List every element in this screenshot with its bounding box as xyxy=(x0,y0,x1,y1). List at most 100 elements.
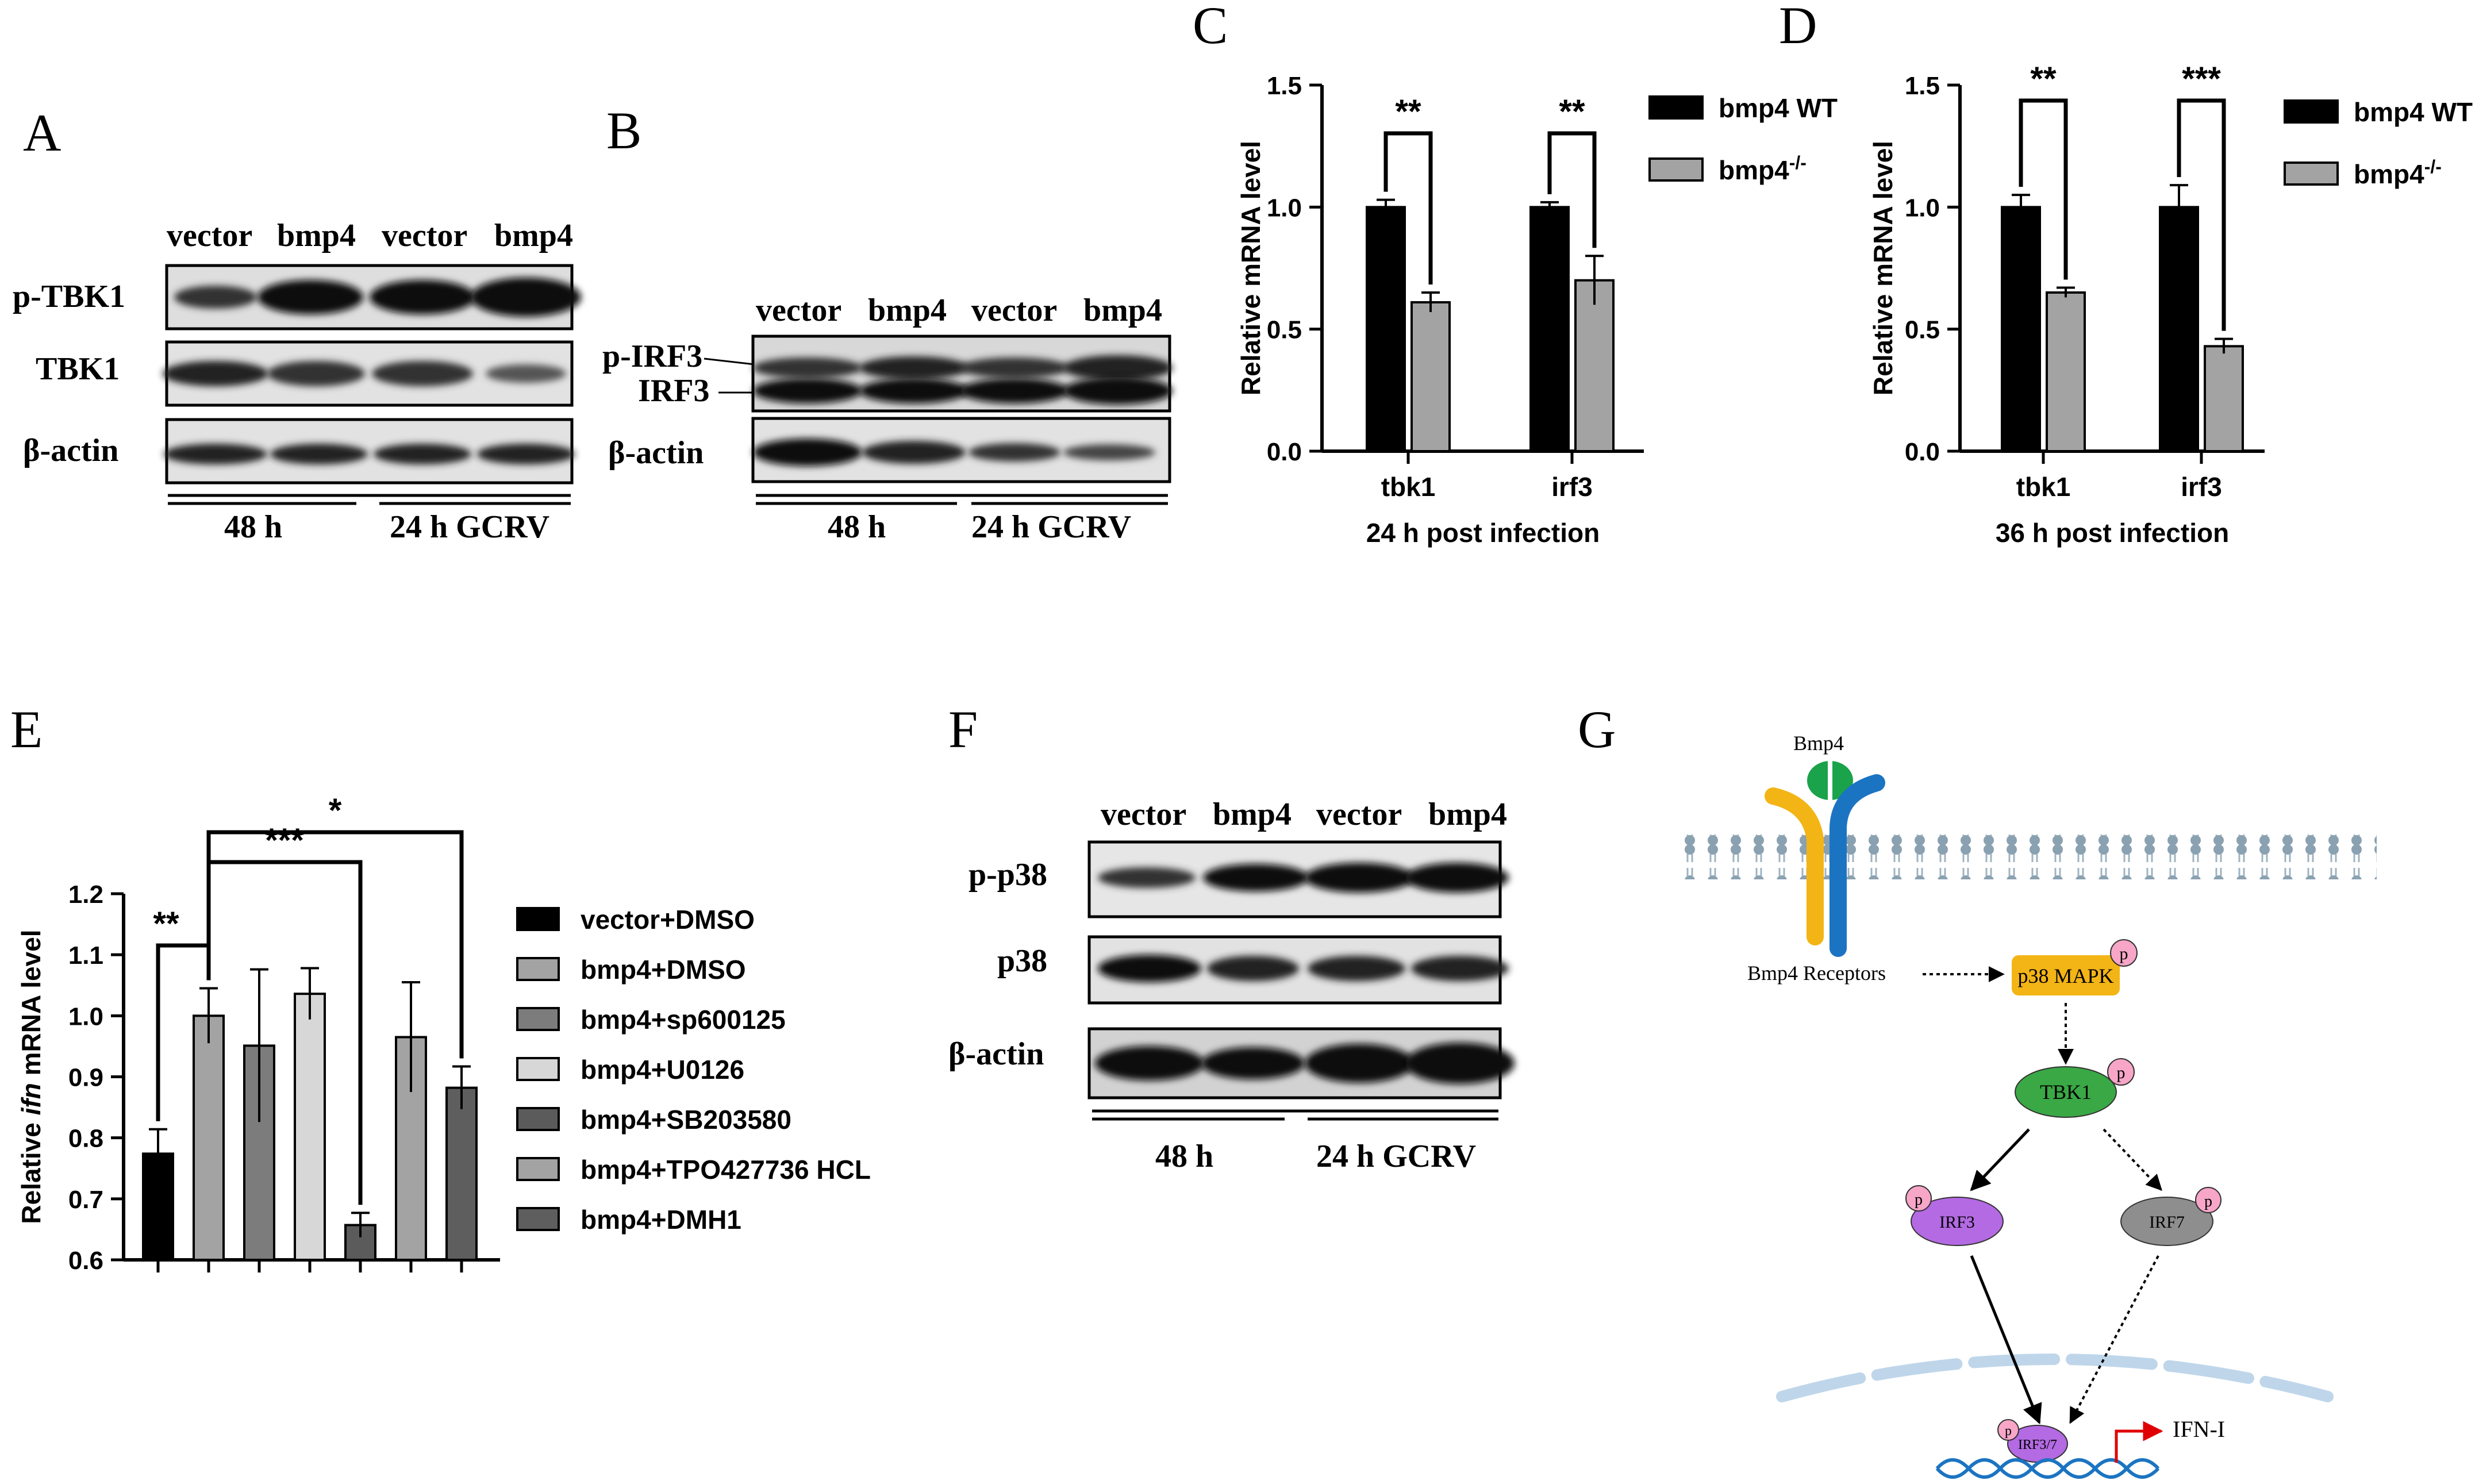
panel-a-western-blot: A vector bmp4 vector bmp4 p-TBK1 TBK1 β-… xyxy=(13,103,581,545)
irf7-phospho-label: p xyxy=(2204,1193,2212,1210)
significance-bracket xyxy=(206,860,363,1205)
panel-a-blot-1 xyxy=(165,264,581,330)
bar xyxy=(294,993,326,1261)
significance-bracket xyxy=(206,830,464,1059)
irf3-phospho-label: p xyxy=(1915,1191,1923,1209)
panel-a-lane-1: vector xyxy=(167,218,252,253)
p38-mapk-label: p38 MAPK xyxy=(2017,964,2113,987)
irf3-to-nucleus-arrow xyxy=(1970,1255,2042,1425)
legend-label: bmp4+SB203580 xyxy=(581,1105,791,1135)
significance-bracket xyxy=(2019,98,2068,280)
irf7-to-nucleus-arrow xyxy=(2069,1255,2159,1424)
panel-a-blot-2 xyxy=(163,340,574,407)
panel-b-lane-3: vector xyxy=(971,293,1057,328)
irf7-node xyxy=(2120,1197,2213,1246)
legend-swatch xyxy=(516,1057,560,1081)
panel-f-lane-3: vector xyxy=(1316,797,1402,832)
panel-a-group-2: 24 h GCRV xyxy=(390,509,549,545)
significance-label: *** xyxy=(265,822,304,859)
irf37-phospho-icon xyxy=(1997,1419,2019,1441)
panel-b-blot-2 xyxy=(751,417,1171,483)
tbk1-node-label: TBK1 xyxy=(2040,1081,2092,1104)
x-axis-label: 36 h post infection xyxy=(1996,518,2229,548)
bar xyxy=(2159,206,2199,452)
legend-swatch xyxy=(516,1107,560,1131)
panel-f-row-1: p-p38 xyxy=(968,857,1047,893)
y-tick-label: 1.5 xyxy=(1267,72,1302,100)
panel-b-western-blot: B vector bmp4 vector bmp4 p-IRF3 IRF3 β-… xyxy=(602,101,1173,545)
bar xyxy=(2046,291,2086,452)
transcription-arrow-icon xyxy=(2115,1421,2163,1463)
panel-g-pathway-diagram: G Bmp4 Bmp4 Receptors p38 MAPK p TBK1 p … xyxy=(1578,700,2377,1479)
p38-phospho-label: p xyxy=(2120,944,2128,963)
panel-f-group-2: 24 h GCRV xyxy=(1316,1139,1476,1174)
panel-f-lane-2: bmp4 xyxy=(1213,797,1292,832)
irf7-phospho-icon xyxy=(2195,1187,2222,1213)
legend-swatch xyxy=(1648,157,1704,182)
panel-b-letter: B xyxy=(606,101,641,160)
legend-label: bmp4 WT xyxy=(1719,93,1838,123)
irf37-node-label: IRF3/7 xyxy=(2018,1437,2057,1452)
panel-c-letter: C xyxy=(1193,0,1228,55)
y-tick-label: 0.0 xyxy=(1267,438,1302,466)
bmp4-receptors-label: Bmp4 Receptors xyxy=(1747,962,1886,985)
tbk1-to-irf3-arrow xyxy=(1970,1128,2030,1191)
panel-a-lane-4: bmp4 xyxy=(494,218,573,253)
significance-bracket xyxy=(2177,98,2226,331)
irf3-node xyxy=(1911,1197,2004,1246)
panel-b-row-2: IRF3 xyxy=(638,373,709,409)
panel-a-letter: A xyxy=(23,103,61,162)
irf37-phospho-label: p xyxy=(2005,1424,2012,1439)
y-axis-label: Relative mRNA level xyxy=(1868,141,1898,395)
y-tick-label: 1.2 xyxy=(68,881,103,909)
panel-f-blot-1 xyxy=(1087,840,1509,918)
x-tick-label: irf3 xyxy=(1551,472,1593,502)
panel-f-row-3: β-actin xyxy=(948,1036,1044,1072)
panel-f-lane-4: bmp4 xyxy=(1428,797,1507,832)
panel-b-row-3: β-actin xyxy=(608,435,704,471)
y-tick-label: 0.5 xyxy=(1267,316,1302,344)
y-tick-label: 0.6 xyxy=(68,1247,103,1275)
significance-bracket xyxy=(1383,131,1433,285)
ifn-output-label: IFN-I xyxy=(2173,1416,2225,1442)
tbk1-node xyxy=(2015,1066,2117,1118)
x-tick-label: tbk1 xyxy=(2016,472,2071,502)
bar xyxy=(193,1014,225,1262)
irf7-node-label: IRF7 xyxy=(2149,1213,2185,1232)
panel-b-group-1: 48 h xyxy=(828,509,886,545)
panel-f-row-2: p38 xyxy=(997,943,1047,979)
panel-f-blot-2 xyxy=(1087,935,1509,1005)
panel-f-blot-3 xyxy=(1087,1027,1515,1099)
panel-b-group-2: 24 h GCRV xyxy=(971,509,1131,545)
y-tick-label: 1.0 xyxy=(1905,194,1940,222)
nuclear-envelope xyxy=(1776,1354,2334,1402)
significance-bracket xyxy=(1547,131,1597,248)
p38-mapk-box xyxy=(2012,955,2120,995)
y-tick-label: 0.8 xyxy=(68,1125,103,1153)
panel-d-letter: D xyxy=(1779,0,1817,55)
panel-b-lane-1: vector xyxy=(756,293,841,328)
panel-a-row-1: p-TBK1 xyxy=(13,279,125,314)
y-tick-label: 1.0 xyxy=(68,1002,103,1031)
panel-b-lane-2: bmp4 xyxy=(868,293,947,328)
y-axis-label: Relative ifn mRNA level xyxy=(16,929,46,1224)
tbk1-to-irf7-arrow xyxy=(2103,1128,2162,1191)
bar xyxy=(1574,279,1615,452)
legend-swatch xyxy=(2284,162,2339,186)
panel-b-lane-4: bmp4 xyxy=(1083,293,1162,328)
legend-swatch xyxy=(516,1207,560,1231)
legend-label: vector+DMSO xyxy=(581,905,755,935)
legend-label: bmp4+DMSO xyxy=(581,955,746,985)
legend-label: bmp4+sp600125 xyxy=(581,1005,786,1035)
irf3-node-label: IRF3 xyxy=(1939,1213,1975,1232)
panel-a-row-3: β-actin xyxy=(23,433,118,468)
legend-label: bmp4+TPO427736 HCL xyxy=(581,1155,871,1185)
panel-e-letter: E xyxy=(10,700,43,759)
panel-b-row-1: p-IRF3 xyxy=(602,339,702,374)
x-axis-label: 24 h post infection xyxy=(1366,518,1600,548)
legend-swatch xyxy=(516,1157,560,1181)
significance-label: ** xyxy=(1559,93,1585,130)
